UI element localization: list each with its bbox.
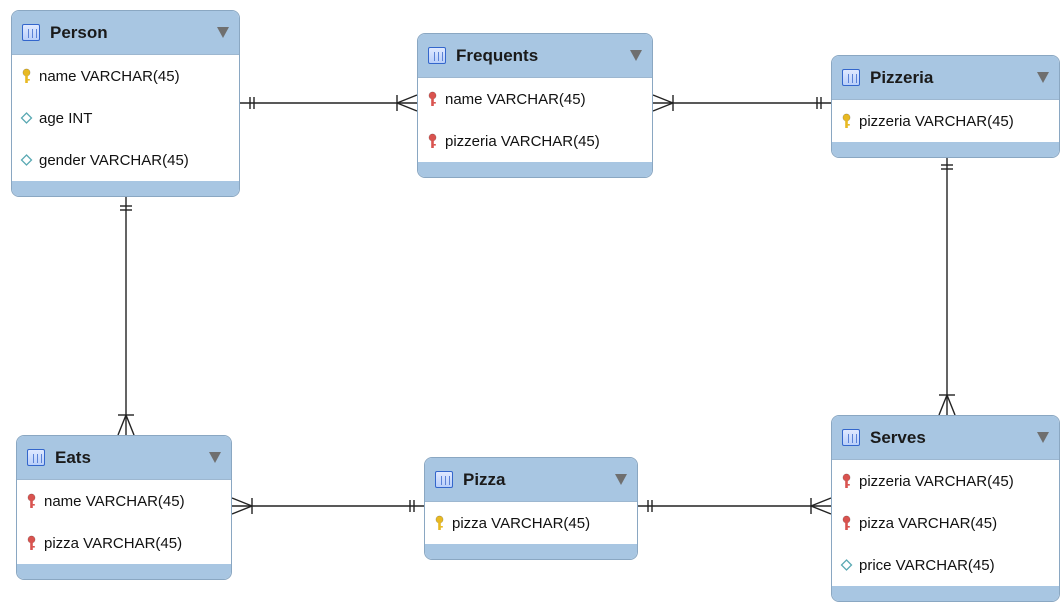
table-footer bbox=[17, 564, 231, 579]
column-label: pizzeria VARCHAR(45) bbox=[859, 472, 1014, 490]
column-row[interactable]: gender VARCHAR(45) bbox=[12, 139, 239, 181]
column-label: gender VARCHAR(45) bbox=[39, 151, 189, 169]
relationship-eats-pizza[interactable] bbox=[231, 497, 424, 515]
collapse-arrow-icon[interactable] bbox=[209, 452, 221, 463]
table-icon bbox=[842, 429, 860, 446]
column-label: pizza VARCHAR(45) bbox=[452, 514, 591, 532]
column-label: name VARCHAR(45) bbox=[445, 90, 586, 108]
column-label: price VARCHAR(45) bbox=[859, 556, 995, 574]
collapse-arrow-icon[interactable] bbox=[1037, 432, 1049, 443]
column-row[interactable]: price VARCHAR(45) bbox=[832, 544, 1059, 586]
table-pizza[interactable]: Pizza pizza VARCHAR(45) bbox=[424, 457, 638, 560]
table-title: Pizza bbox=[463, 469, 506, 489]
table-footer bbox=[12, 181, 239, 196]
crow-foot bbox=[396, 102, 418, 112]
column-row[interactable]: pizza VARCHAR(45) bbox=[832, 502, 1059, 544]
collapse-arrow-icon[interactable] bbox=[630, 50, 642, 61]
column-label: pizza VARCHAR(45) bbox=[859, 514, 998, 532]
table-pizzeria[interactable]: Pizzeria pizzeria VARCHAR(45) bbox=[831, 55, 1060, 158]
column-label: name VARCHAR(45) bbox=[39, 67, 180, 85]
foreign-key-icon bbox=[27, 493, 36, 508]
column-row[interactable]: pizzeria VARCHAR(45) bbox=[418, 120, 652, 162]
table-header[interactable]: Pizza bbox=[425, 458, 637, 502]
crow-foot bbox=[231, 505, 253, 515]
table-icon bbox=[435, 471, 453, 488]
collapse-arrow-icon[interactable] bbox=[217, 27, 229, 38]
crow-foot bbox=[231, 497, 253, 507]
table-icon bbox=[27, 449, 45, 466]
column-label: name VARCHAR(45) bbox=[44, 492, 185, 510]
relationship-pizza-serves[interactable] bbox=[638, 497, 832, 515]
column-row[interactable]: name VARCHAR(45) bbox=[12, 55, 239, 97]
crow-foot bbox=[125, 414, 135, 436]
crow-foot bbox=[810, 497, 832, 507]
column-row[interactable]: pizzeria VARCHAR(45) bbox=[832, 100, 1059, 142]
crow-foot bbox=[652, 102, 674, 112]
primary-key-icon bbox=[22, 68, 31, 83]
table-icon bbox=[22, 24, 40, 41]
column-diamond-icon bbox=[20, 154, 33, 166]
table-footer bbox=[832, 586, 1059, 601]
table-header[interactable]: Pizzeria bbox=[832, 56, 1059, 100]
table-title: Pizzeria bbox=[870, 67, 934, 87]
crow-foot bbox=[938, 394, 948, 416]
foreign-key-icon bbox=[842, 515, 851, 530]
relationship-pizzeria-serves[interactable] bbox=[938, 155, 956, 416]
primary-key-icon bbox=[842, 113, 851, 128]
crow-foot bbox=[946, 394, 956, 416]
column-label: pizzeria VARCHAR(45) bbox=[445, 132, 600, 150]
foreign-key-icon bbox=[27, 535, 36, 550]
primary-key-icon bbox=[435, 515, 444, 530]
table-title: Eats bbox=[55, 447, 91, 467]
relationship-person-eats[interactable] bbox=[117, 196, 135, 436]
collapse-arrow-icon[interactable] bbox=[615, 474, 627, 485]
column-label: pizza VARCHAR(45) bbox=[44, 534, 183, 552]
column-label: pizzeria VARCHAR(45) bbox=[859, 112, 1014, 130]
column-row[interactable]: pizzeria VARCHAR(45) bbox=[832, 460, 1059, 502]
table-header[interactable]: Eats bbox=[17, 436, 231, 480]
table-title: Frequents bbox=[456, 45, 539, 65]
table-header[interactable]: Serves bbox=[832, 416, 1059, 460]
table-footer bbox=[418, 162, 652, 177]
table-footer bbox=[425, 544, 637, 559]
table-footer bbox=[832, 142, 1059, 157]
column-row[interactable]: pizza VARCHAR(45) bbox=[425, 502, 637, 544]
column-diamond-icon bbox=[840, 559, 853, 571]
foreign-key-icon bbox=[842, 473, 851, 488]
table-frequents[interactable]: Frequents name VARCHAR(45) pizzeria VARCHA… bbox=[417, 33, 653, 178]
table-header[interactable]: Frequents bbox=[418, 34, 652, 78]
table-icon bbox=[842, 69, 860, 86]
collapse-arrow-icon[interactable] bbox=[1037, 72, 1049, 83]
column-row[interactable]: age INT bbox=[12, 97, 239, 139]
foreign-key-icon bbox=[428, 91, 437, 106]
table-header[interactable]: Person bbox=[12, 11, 239, 55]
column-label: age INT bbox=[39, 109, 93, 127]
table-title: Serves bbox=[870, 427, 926, 447]
column-row[interactable]: pizza VARCHAR(45) bbox=[17, 522, 231, 564]
foreign-key-icon bbox=[428, 133, 437, 148]
crow-foot bbox=[652, 94, 674, 104]
table-title: Person bbox=[50, 22, 108, 42]
relationship-person-frequents[interactable] bbox=[240, 94, 418, 112]
column-row[interactable]: name VARCHAR(45) bbox=[17, 480, 231, 522]
table-icon bbox=[428, 47, 446, 64]
table-serves[interactable]: Serves pizzeria VARCHAR(45) pizza VARCHAR(… bbox=[831, 415, 1060, 602]
crow-foot bbox=[396, 94, 418, 104]
table-person[interactable]: Person name VARCHAR(45) age INT gender VARC… bbox=[11, 10, 240, 197]
crow-foot bbox=[117, 414, 127, 436]
relationship-frequents-pizzeria[interactable] bbox=[652, 94, 831, 112]
table-eats[interactable]: Eats name VARCHAR(45) pizza VARCHAR(45) bbox=[16, 435, 232, 580]
column-diamond-icon bbox=[20, 112, 33, 124]
crow-foot bbox=[810, 505, 832, 515]
column-row[interactable]: name VARCHAR(45) bbox=[418, 78, 652, 120]
